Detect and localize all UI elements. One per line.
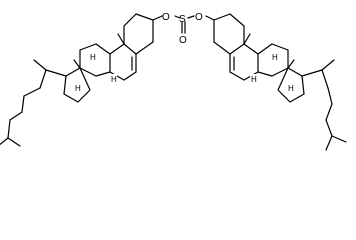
bond: [33, 59, 47, 71]
right-ring-d: [277, 67, 305, 103]
bond: [135, 13, 154, 21]
bond: [271, 43, 289, 51]
left-ring-a: [123, 13, 154, 55]
h-label: H: [288, 84, 294, 93]
bond: [123, 43, 137, 55]
bond: [325, 135, 333, 151]
bond: [321, 59, 335, 71]
bond: [327, 87, 333, 105]
bond: [174, 15, 181, 19]
bond: [187, 15, 195, 19]
bond: [257, 43, 273, 55]
oxygen-label-double: O: [179, 35, 187, 46]
bond: [277, 89, 291, 103]
bond: [257, 71, 273, 77]
label-backdrop: [271, 52, 278, 61]
bond: [205, 15, 215, 21]
bond: [63, 93, 79, 103]
left-ring-d: [63, 67, 91, 103]
bond: [123, 71, 137, 81]
right-ring-a: [213, 13, 245, 55]
bond: [79, 67, 97, 77]
bond: [7, 119, 11, 139]
right-ring-c: [257, 43, 289, 77]
right-side-chain: [301, 59, 347, 151]
left-ring-c: [79, 43, 111, 77]
methyl-bond: [287, 59, 295, 69]
bond: [21, 95, 25, 113]
bond: [77, 89, 91, 103]
h-label: H: [111, 75, 117, 84]
bond: [277, 67, 289, 91]
label-backdrop: [74, 83, 81, 92]
bond: [325, 119, 333, 137]
bond: [7, 137, 21, 147]
methyl-bond: [117, 33, 125, 45]
bond: [331, 135, 347, 143]
h-label: H: [75, 84, 81, 93]
structure-canvas: H H H O S O O: [0, 12, 347, 151]
right-steroid: H H H: [213, 13, 347, 151]
bond: [95, 71, 111, 77]
molecule-figure: H H H O S O O: [0, 12, 347, 151]
bond: [79, 43, 97, 51]
h-label: H: [90, 53, 96, 62]
bond: [229, 71, 245, 81]
bond: [39, 69, 47, 89]
sulfur-label: S: [179, 14, 186, 25]
bond: [213, 13, 231, 21]
bond: [152, 15, 163, 21]
bond: [321, 69, 329, 89]
label-backdrop: [250, 74, 257, 83]
bond: [45, 69, 67, 77]
label-backdrop: [110, 74, 117, 83]
bond: [23, 87, 41, 97]
oxygen-label-left: O: [162, 12, 170, 23]
label-backdrop: [287, 83, 294, 92]
bond: [65, 67, 81, 77]
oxygen-label-right: O: [195, 12, 203, 23]
bond: [109, 43, 125, 55]
bond: [243, 43, 259, 55]
h-label: H: [251, 75, 257, 84]
bond: [229, 13, 245, 27]
bond: [95, 43, 111, 55]
bond: [63, 75, 67, 95]
bond: [79, 67, 91, 91]
bond: [9, 111, 23, 121]
sulfite-linker: O S O O: [152, 12, 215, 46]
bond: [213, 41, 231, 55]
bond: [271, 67, 289, 77]
bond: [287, 67, 303, 77]
bond: [123, 13, 137, 27]
left-side-chain: [0, 59, 67, 147]
bond: [135, 41, 154, 55]
bond: [229, 43, 245, 55]
h-label: H: [272, 53, 278, 62]
methyl-bond: [243, 33, 251, 45]
methyl-bond: [73, 59, 81, 69]
bond: [289, 93, 305, 103]
label-backdrop: [89, 52, 96, 61]
bond: [325, 103, 333, 121]
bond: [301, 69, 323, 77]
left-steroid: H H H: [0, 13, 154, 147]
bond: [0, 137, 9, 146]
bond: [301, 75, 305, 95]
